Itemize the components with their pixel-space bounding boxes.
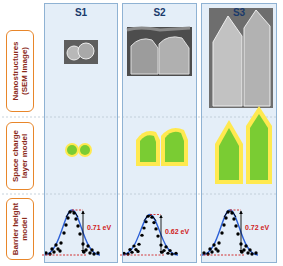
barrier-peak [42, 210, 100, 256]
barrier-peak [120, 215, 178, 256]
barrier-value: 0.72 eV [245, 224, 269, 231]
rotated-holder: Barrier height model [11, 202, 29, 256]
sample-heading: S1 [45, 7, 117, 18]
rotated-holder: Nanostructures (SEM Image) [11, 34, 29, 108]
space-charge-model [215, 106, 272, 184]
space-charge-model [136, 128, 188, 166]
row-label: Nanostructures (SEM Image) [11, 34, 29, 108]
barrier-value: 0.71 eV [87, 224, 111, 231]
sample-panel: S2 [122, 3, 197, 263]
sem-image [209, 8, 273, 108]
space-charge-model [65, 143, 92, 157]
row-label-box: Space charge layer model [6, 122, 34, 190]
row-label: Barrier height model [11, 202, 29, 256]
rotated-holder: Space charge layer model [11, 126, 29, 186]
sem-image [64, 40, 98, 64]
row-label: Space charge layer model [11, 126, 29, 186]
sample-heading: S3 [202, 7, 276, 18]
row-label-box: Nanostructures (SEM Image) [6, 30, 34, 112]
panel-ground [201, 3, 277, 263]
sample-heading: S2 [123, 7, 196, 18]
barrier-value: 0.62 eV [165, 228, 189, 235]
sem-image [127, 27, 192, 76]
row-label-box: Barrier height model [6, 198, 34, 260]
barrier-peak [200, 210, 258, 256]
panel-ground [44, 3, 118, 263]
panel-ground [122, 3, 197, 263]
